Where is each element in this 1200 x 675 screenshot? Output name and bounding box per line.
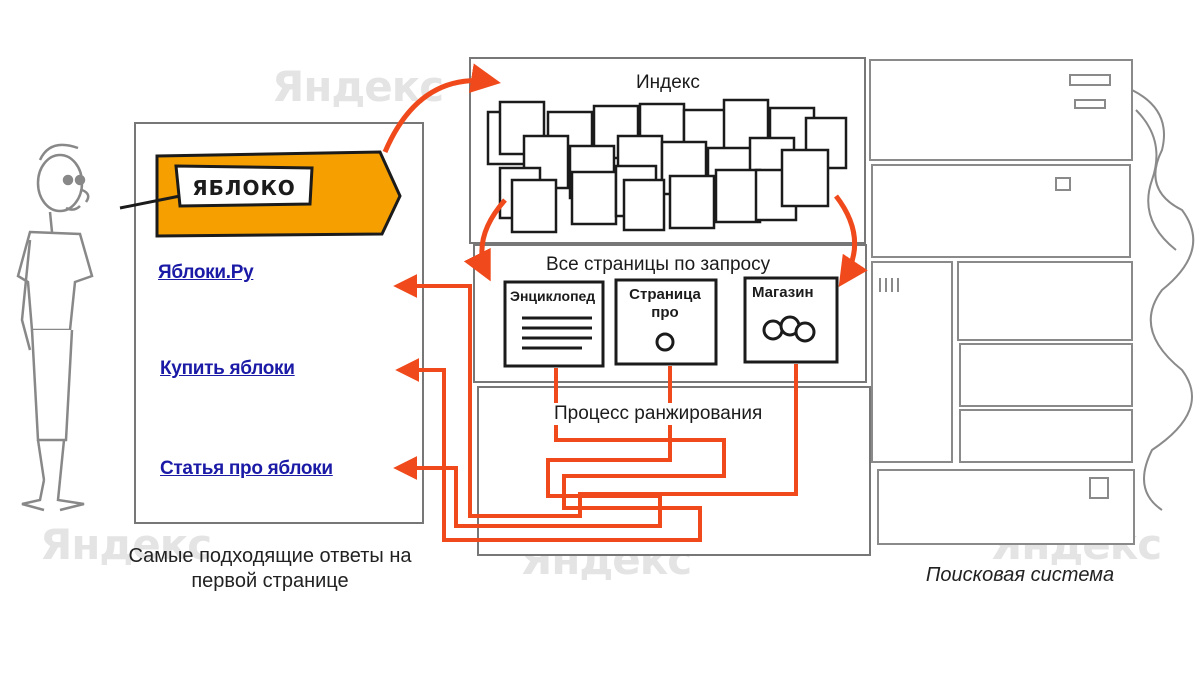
server-rack — [869, 59, 1195, 545]
index-label: Индекс — [636, 72, 700, 93]
found-pages — [503, 276, 839, 368]
search-engine-caption: Поисковая система — [925, 564, 1115, 586]
query-text: ЯБЛОКО — [192, 176, 296, 200]
result-link-2[interactable]: Купить яблоки — [160, 358, 295, 379]
flow-arrows — [382, 63, 868, 287]
ranking-wires — [393, 274, 798, 542]
query-tag: ЯБЛОКО — [119, 150, 402, 238]
found-page-label-shop: Магазин — [752, 284, 814, 301]
found-page-encyclopedia — [503, 280, 605, 368]
found-page-label-encyclopedia: Энциклопед — [510, 288, 596, 304]
all-pages-label: Все страницы по запросу — [546, 254, 771, 275]
ranking-label: Процесс ранжирования — [550, 403, 767, 425]
result-link-3[interactable]: Статья про яблоки — [160, 458, 333, 479]
index-documents — [486, 98, 848, 234]
result-link-1[interactable]: Яблоки.Ру — [158, 262, 254, 283]
person-figure — [16, 143, 94, 512]
results-page-caption: Самые подходящие ответы на первой страни… — [128, 545, 412, 592]
found-page-label-about: Страница про — [629, 286, 701, 321]
watermark-left: Яндекс — [40, 520, 212, 569]
